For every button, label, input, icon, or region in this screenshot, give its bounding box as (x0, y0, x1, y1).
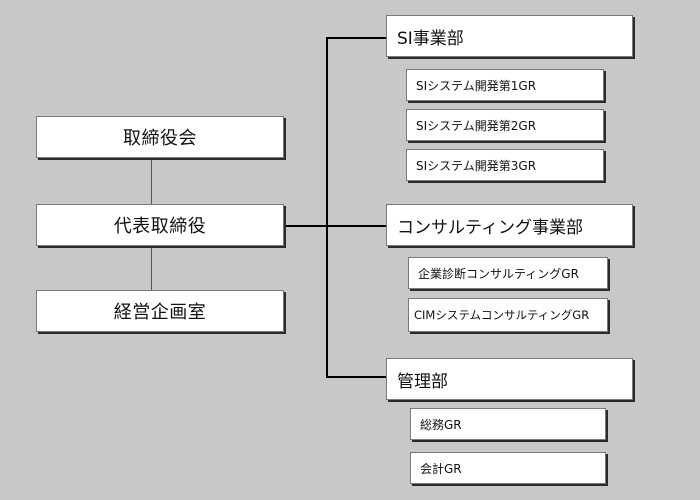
planning-label: 経営企画室 (113, 302, 207, 323)
connector-board-ceo (151, 160, 152, 204)
board-label: 取締役会 (123, 128, 197, 149)
connector-si-dept (326, 37, 386, 39)
dept-admin-label: 管理部 (397, 371, 448, 392)
dept-admin-box: 管理部 (386, 358, 633, 400)
group-si-1: SIシステム開発第1GR (406, 69, 604, 101)
group-si-3: SIシステム開発第3GR (406, 149, 604, 181)
board-box: 取締役会 (36, 116, 284, 158)
group-consulting-1-label: 企業診断コンサルティングGR (418, 266, 579, 281)
dept-consulting-box: コンサルティング事業部 (386, 204, 633, 246)
dept-si-box: SI事業部 (386, 15, 633, 57)
group-admin-2: 会計GR (410, 452, 606, 484)
group-consulting-2-label: CIMシステムコンサルティングGR (414, 308, 590, 322)
connector-dept-spine (326, 37, 328, 378)
ceo-label: 代表取締役 (113, 216, 207, 237)
group-si-3-label: SIシステム開発第3GR (416, 158, 537, 173)
group-si-2-label: SIシステム開発第2GR (416, 118, 537, 133)
group-si-2: SIシステム開発第2GR (406, 109, 604, 141)
connector-ceo-planning (151, 245, 152, 291)
group-consulting-1: 企業診断コンサルティングGR (408, 257, 608, 289)
dept-si-label: SI事業部 (397, 28, 464, 49)
ceo-box: 代表取締役 (36, 204, 284, 246)
group-admin-2-label: 会計GR (420, 461, 462, 476)
group-admin-1-label: 総務GR (420, 417, 462, 432)
group-consulting-2: CIMシステムコンサルティングGR (408, 298, 608, 332)
group-admin-1: 総務GR (410, 408, 606, 440)
dept-consulting-label: コンサルティング事業部 (397, 217, 583, 238)
planning-box: 経営企画室 (36, 290, 284, 332)
group-si-1-label: SIシステム開発第1GR (416, 78, 537, 93)
connector-ceo-trunk (284, 225, 386, 227)
connector-admin-dept (326, 376, 386, 378)
